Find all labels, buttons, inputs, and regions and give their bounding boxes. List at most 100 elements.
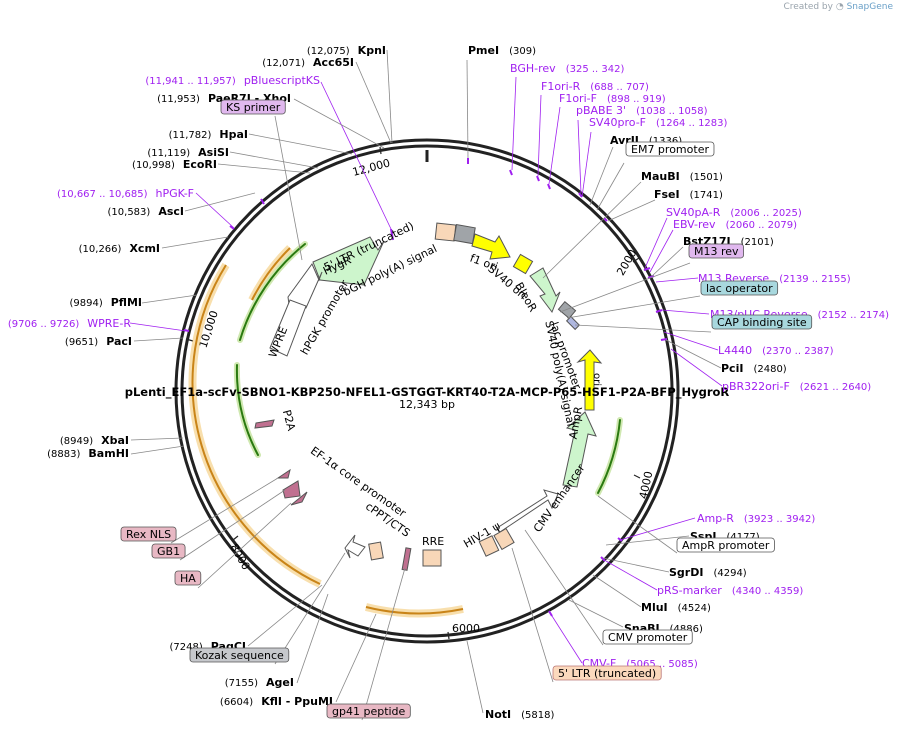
credit-brand: SnapGene [846, 2, 893, 12]
acc65i-site-position: (12,071) [262, 58, 305, 69]
amp-r-primer-position: (3923 .. 3942) [744, 514, 816, 525]
ha-label: HA [180, 572, 196, 585]
m13-puc-reverse-primer-position: (2152 .. 2174) [818, 310, 890, 321]
credit-prefix: Created by [783, 2, 833, 12]
asci-site-name: AscI [158, 205, 184, 218]
noti-site-name: NotI [485, 708, 511, 721]
site-labels: PmeI(309)BGH-rev(325 .. 342)F1ori-R(688 … [8, 44, 889, 721]
lac-operator-label: lac operator [706, 282, 773, 295]
plasmid-name: pLenti_EF1a-scFv-SBNO1-KBP250-NFEL1-GSTG… [125, 385, 730, 400]
ha-box [174, 570, 202, 586]
hpai-site-position: (11,782) [169, 130, 212, 141]
ampr-promoter-box [676, 537, 775, 553]
pcii-site-position: (2480) [753, 364, 786, 375]
green-arcs [233, 241, 623, 496]
kfli-ppumi-site-name: KflI - PpuMI [261, 695, 333, 708]
5-ltr-truncated-box [552, 665, 662, 681]
bgh-rev-primer-position: (325 .. 342) [566, 64, 625, 75]
feature-label-p2a: P2A [280, 408, 298, 432]
bstz17i-site-position: (2101) [741, 237, 774, 248]
ring-ticks [185, 146, 641, 640]
ebv-rev-primer-name: EBV-rev [673, 218, 716, 231]
rre-box [422, 549, 442, 567]
feature-label-ef1a: EF-1α core promoter [308, 444, 409, 520]
pbabe-3-primer-name: pBABE 3' [576, 104, 626, 117]
maubi-site-name: MauBI [641, 170, 680, 183]
feature-label-rre: RRE [422, 535, 444, 548]
cap-binding-site-box [711, 314, 813, 330]
pbluescriptks-primer-position: (11,941 .. 11,957) [145, 76, 236, 87]
agei-site-position: (7155) [225, 678, 258, 689]
backbone-inner [180, 144, 674, 638]
pbr322ori-f-primer-position: (2621 .. 2640) [800, 382, 872, 393]
tick-label-8000: 8000 [227, 542, 252, 573]
cmv-box-b [493, 527, 515, 551]
sspi-site-position: (4177) [726, 532, 759, 543]
pbluescriptks-primer-name: pBluescriptKS [244, 74, 320, 87]
paci-site-name: PacI [106, 335, 132, 348]
sgrdi-site-position: (4294) [713, 568, 746, 579]
ori-arrow [576, 349, 603, 411]
snapgene-credit: Created by ◔ SnapGene [783, 2, 893, 12]
wpre-r-primer-position: (9706 .. 9726) [8, 319, 80, 330]
sv40pro-f-primer-position: (1264 .. 1283) [656, 118, 728, 129]
leader-lines-right [466, 59, 723, 714]
gp41-peptide-box [326, 703, 411, 719]
tick-label-4000: 4000 [637, 470, 656, 500]
hpgk-f-primer-position: (10,667 .. 10,685) [57, 189, 148, 200]
amp-r-primer-name: Amp-R [697, 512, 734, 525]
p2a-arrow [254, 419, 275, 429]
pflmi-site-position: (9894) [69, 298, 102, 309]
acc65i-site-name: Acc65I [313, 56, 354, 69]
feature-shapes [254, 222, 603, 571]
pbr322ori-f-primer-name: pBR322ori-F [722, 380, 790, 393]
feature-label-ampr: AmpR [567, 405, 586, 440]
kpni-site-position: (12,075) [307, 46, 350, 57]
cap-binding-site-label: CAP binding site [717, 316, 807, 329]
noti-site-position: (5818) [521, 710, 554, 721]
pbabe-3-primer-position: (1038 .. 1058) [636, 106, 708, 117]
bgh-rev-primer-name: BGH-rev [510, 62, 556, 75]
ampr-promoter-label: AmpR promoter [682, 539, 770, 552]
ha-arrow [290, 491, 308, 506]
leader-lines-left [129, 49, 406, 721]
bamhi-site-position: (8883) [47, 449, 80, 460]
ks-primer-label: KS primer [226, 101, 281, 114]
xbai-site-position: (8949) [60, 436, 93, 447]
ef1a-arrow [344, 534, 366, 559]
l4440-primer-name: L4440 [718, 344, 752, 357]
cmv-box-a [478, 535, 500, 557]
wpre-box [269, 299, 307, 357]
ebv-rev-primer-position: (2060 .. 2079) [726, 220, 798, 231]
hpai-site-name: HpaI [219, 128, 248, 141]
sv40pa-r-primer-name: SV40pA-R [666, 206, 721, 219]
feature-label-ori: ori [591, 373, 602, 386]
hpgk-f-primer-name: hPGK-F [156, 187, 194, 200]
cppt-box [368, 541, 384, 561]
asisi-site-name: AsiSI [198, 146, 229, 159]
5-ltr-truncated-label: 5' LTR (truncated) [558, 667, 656, 680]
bleor-arrow [529, 267, 561, 314]
maubi-site-position: (1501) [690, 172, 723, 183]
rex-nls-label: Rex NLS [126, 528, 171, 541]
cmv-enh-arrow [496, 489, 559, 533]
lac-hatch [565, 315, 581, 331]
lac-operator-box [700, 280, 779, 296]
cmv-promoter-label: CMV promoter [608, 631, 688, 644]
paci-site-position: (9651) [65, 337, 98, 348]
agei-site-name: AgeI [266, 676, 294, 689]
psi-bar [401, 547, 412, 571]
plasmid-length: 12,343 bp [399, 398, 455, 411]
ltr-box [453, 223, 476, 245]
orange-arcs [188, 245, 464, 618]
gb1-arrow [282, 480, 301, 499]
asisi-site-position: (11,119) [147, 148, 190, 159]
mlui-site-position: (4524) [678, 603, 711, 614]
kpni-site-name: KpnI [358, 44, 386, 57]
prs-marker-primer-position: (4340 .. 4359) [732, 586, 804, 597]
em7-promoter-label: EM7 promoter [631, 143, 709, 156]
pmei-site-position: (309) [509, 46, 536, 57]
f1-ori-arrow [471, 233, 511, 260]
fsei-site-name: FseI [654, 188, 680, 201]
